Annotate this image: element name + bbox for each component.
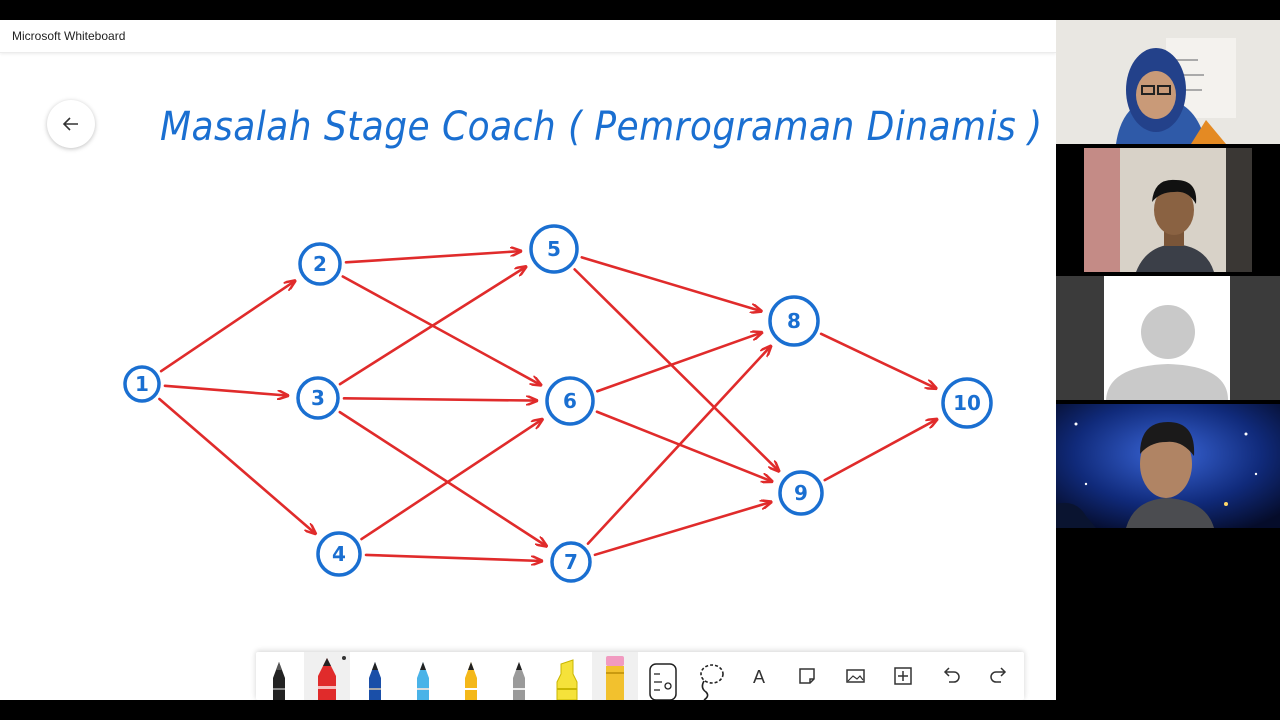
ink-toolbar: A [256,652,1024,700]
redo-button[interactable] [976,652,1022,700]
screen-bottom-border [0,700,1280,720]
node-label-2: 2 [313,252,327,276]
node-10: 10 [943,379,991,427]
black-pen-tool[interactable] [256,652,302,700]
node-label-5: 5 [547,237,561,261]
node-8: 8 [770,297,818,345]
participant-video-4[interactable] [1056,404,1280,528]
node-label-3: 3 [311,386,325,410]
edge-4-6 [362,419,543,539]
participant-video-2[interactable] [1056,148,1280,272]
node-label-6: 6 [563,389,577,413]
edge-1-4 [159,399,315,534]
node-label-4: 4 [332,542,346,566]
node-label-7: 7 [564,550,578,574]
node-3: 3 [298,378,338,418]
node-6: 6 [547,378,593,424]
edge-7-9 [595,502,771,555]
edge-9-10 [825,419,937,480]
edge-3-6 [344,398,537,400]
node-label-1: 1 [135,372,149,396]
screen-top-border [0,0,1280,20]
undo-icon [928,652,974,700]
lasso-select-tool[interactable] [688,652,734,700]
redo-icon [976,652,1022,700]
edge-1-3 [165,386,288,396]
undo-button[interactable] [928,652,974,700]
edge-2-5 [346,251,521,262]
avatar-placeholder-icon [1141,305,1195,359]
node-5: 5 [531,226,577,272]
text-tool-label: A [753,667,765,687]
blue-pen-tool[interactable] [352,652,398,700]
edge-3-7 [340,412,547,546]
image-tool[interactable] [832,652,878,700]
text-tool[interactable]: A [736,652,782,700]
light-blue-pen-tool[interactable] [400,652,446,700]
edge-6-9 [597,412,772,482]
node-label-10: 10 [953,391,981,415]
video-participants-panel [1056,20,1280,700]
node-label-8: 8 [787,309,801,333]
node-label-9: 9 [794,481,808,505]
participant-video-3[interactable] [1056,276,1280,400]
node-2: 2 [300,244,340,284]
node-9: 9 [780,472,822,514]
note-tool[interactable] [784,652,830,700]
node-7: 7 [552,543,590,581]
gray-pen-tool[interactable] [496,652,542,700]
ruler-tool[interactable] [640,652,686,700]
whiteboard-app: Microsoft Whiteboard Masalah Stage Coach… [0,20,1056,700]
stagecoach-graph: 1 2 3 4 5 6 7 8 9 10 [0,20,1056,700]
node-4: 4 [318,533,360,575]
participant-video-1[interactable] [1056,20,1280,144]
edge-3-5 [340,267,526,385]
selected-indicator-icon [342,656,346,660]
insert-tool[interactable] [880,652,926,700]
edge-4-7 [366,555,542,561]
edge-2-6 [343,276,541,385]
highlighter-tool[interactable] [544,652,590,700]
node-1: 1 [125,367,159,401]
edge-1-2 [161,281,295,371]
yellow-pen-tool[interactable] [448,652,494,700]
red-pen-tool[interactable] [304,652,350,700]
eraser-tool[interactable] [592,652,638,700]
edge-7-8 [588,346,771,544]
edge-8-10 [821,334,936,389]
